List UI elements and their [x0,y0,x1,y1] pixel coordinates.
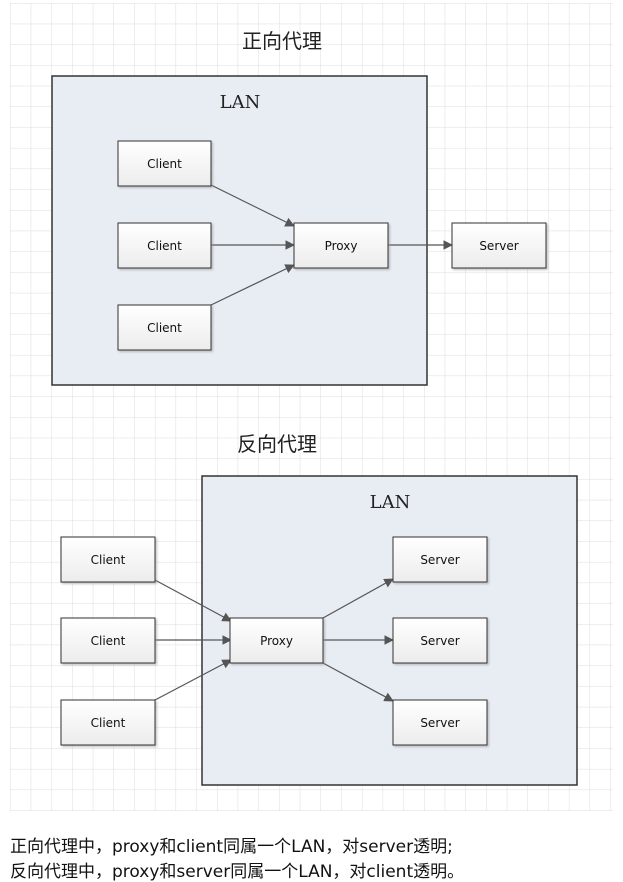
node-label: Server [479,239,518,253]
reverse-arrow-client1 [154,579,232,622]
forward-arrows [210,184,453,306]
forward-client-2: Client [117,222,212,269]
reverse-arrows [154,578,394,702]
reverse-lan-label: LAN [370,492,411,513]
reverse-server-1: Server [392,536,488,583]
node-label: Client [147,157,182,171]
forward-proxy: Proxy [293,222,389,269]
node-label: Client [91,716,126,730]
node-label: Client [147,321,182,335]
forward-client-3: Client [117,304,212,351]
node-label: Client [91,634,126,648]
caption-line-1: 正向代理中，proxy和client同属一个LAN，对server透明; [10,837,453,857]
node-label: Proxy [325,239,358,253]
reverse-client-1: Client [60,536,156,583]
reverse-proxy: Proxy [229,617,324,664]
forward-arrow-client3 [210,264,295,306]
node-label: Server [420,553,459,567]
forward-title: 正向代理 [242,29,322,53]
node-label: Client [147,239,182,253]
reverse-arrow-client3 [154,659,232,701]
reverse-title: 反向代理 [237,432,317,456]
reverse-server-3: Server [392,699,488,746]
caption-line-2: 反向代理中，proxy和server同属一个LAN，对client透明。 [10,862,465,882]
node-label: Proxy [260,634,293,648]
reverse-client-3: Client [60,699,156,746]
reverse-arrow-server3 [322,662,394,702]
reverse-server-2: Server [392,617,488,664]
node-label: Client [91,553,126,567]
node-label: Server [420,716,459,730]
forward-arrow-client1 [210,184,295,227]
reverse-client-2: Client [60,617,156,664]
forward-server: Server [451,222,547,269]
node-label: Server [420,634,459,648]
forward-lan-label: LAN [220,92,261,113]
reverse-arrow-server1 [322,578,394,619]
forward-client-1: Client [117,140,212,187]
